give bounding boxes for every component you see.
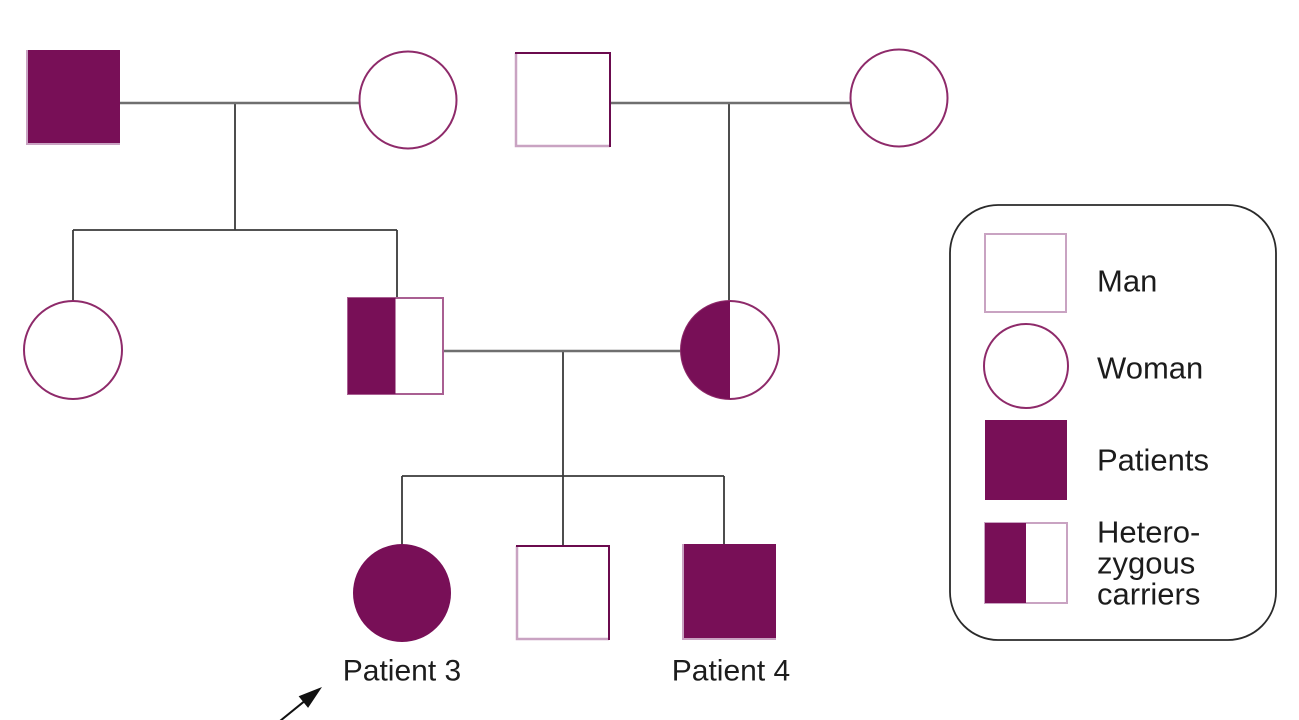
legend-label-carriers: zygous bbox=[1097, 546, 1195, 581]
unaffected-circle bbox=[358, 50, 458, 150]
patient-label: Patient 4 bbox=[672, 655, 790, 688]
legend-woman-circle-icon bbox=[983, 323, 1069, 409]
legend-item-patients: Patients bbox=[985, 420, 1209, 500]
legend-item-woman: Woman bbox=[983, 323, 1203, 409]
legend-item-man: Man bbox=[984, 233, 1157, 313]
carrier-square-half-fill bbox=[348, 298, 396, 394]
square-edge-light bbox=[682, 544, 776, 640]
pedigree-nodes: Patient 3 Patient 4 bbox=[23, 48, 949, 688]
node-III-2 bbox=[515, 545, 610, 641]
proband-arrow bbox=[279, 687, 322, 720]
legend-patient-square-icon bbox=[985, 420, 1067, 500]
square-edge-dark bbox=[515, 52, 611, 147]
legend-label-man: Man bbox=[1097, 264, 1157, 299]
node-III-3: Patient 4 bbox=[672, 544, 790, 688]
proband-arrow-head bbox=[298, 687, 322, 708]
unaffected-circle bbox=[23, 300, 123, 400]
node-I-1 bbox=[26, 50, 120, 145]
node-I-3 bbox=[514, 52, 611, 148]
legend-label-carriers: Hetero- bbox=[1097, 515, 1200, 550]
connector-lines bbox=[72, 101, 850, 545]
node-I-4 bbox=[849, 48, 949, 148]
square-edge-dark bbox=[516, 545, 610, 640]
node-II-1 bbox=[23, 300, 123, 400]
carrier-circle-half-fill bbox=[681, 301, 730, 399]
proband-arrow-line bbox=[279, 698, 308, 720]
node-III-1: Patient 3 bbox=[343, 544, 461, 688]
square-edge-light bbox=[514, 53, 610, 148]
patient-label: Patient 3 bbox=[343, 655, 461, 688]
square-edge-light bbox=[26, 50, 120, 145]
legend-carrier-half-fill bbox=[985, 523, 1026, 603]
unaffected-square bbox=[516, 545, 610, 640]
legend-label-woman: Woman bbox=[1097, 351, 1203, 386]
unaffected-square bbox=[515, 52, 611, 147]
legend-label-carriers: carriers bbox=[1097, 577, 1200, 612]
legend-label-patients: Patients bbox=[1097, 443, 1209, 478]
legend-man-square-icon bbox=[984, 233, 1067, 313]
affected-square bbox=[682, 544, 776, 640]
unaffected-circle bbox=[849, 48, 949, 148]
affected-square bbox=[26, 50, 120, 145]
node-I-2 bbox=[358, 50, 458, 150]
node-II-2 bbox=[347, 297, 444, 395]
square-edge-light bbox=[515, 546, 609, 641]
affected-circle bbox=[353, 544, 451, 642]
node-II-3 bbox=[680, 300, 780, 400]
